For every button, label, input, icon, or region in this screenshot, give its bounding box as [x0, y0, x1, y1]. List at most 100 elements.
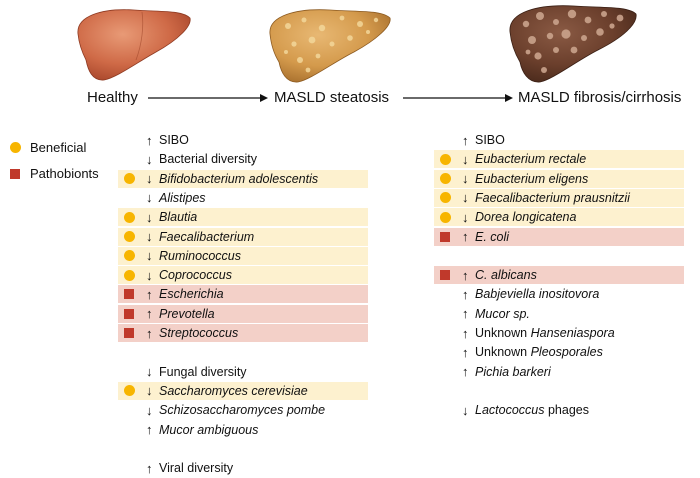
arrow-up-icon: ↑	[462, 325, 469, 341]
legend-label: Pathobionts	[30, 166, 99, 181]
arrow-down-icon: ↓	[146, 171, 153, 187]
list-item: ↓ Bifidobacterium adolescentis	[118, 169, 368, 188]
microbe-label: Faecalibacterium	[159, 230, 254, 244]
microbe-label: Unknown Hanseniaspora	[475, 326, 615, 340]
microbe-label: Schizosaccharomyces pombe	[159, 403, 325, 417]
arrow-up-icon: ↑	[462, 364, 469, 380]
microbe-label: Eubacterium eligens	[475, 172, 588, 186]
arrow-up-icon: ↑	[146, 306, 153, 322]
arrow-down-icon: ↓	[146, 248, 153, 264]
microbe-label: Escherichia	[159, 287, 224, 301]
arrow-up-icon: ↑	[462, 132, 469, 148]
beneficial-circle-icon	[439, 153, 451, 165]
label-part: phages	[544, 403, 589, 418]
pathobiont-square-icon	[440, 231, 450, 242]
microbe-label: Saccharomyces cerevisiae	[159, 384, 308, 398]
arrow-up-icon: ↑	[146, 325, 153, 341]
list-item: ↑ Unknown Pleosporales	[462, 343, 684, 361]
label-part: Eubacterium rectale	[475, 152, 587, 167]
liver-cirrhosis-illustration	[509, 5, 637, 83]
label-part: E. coli	[475, 229, 510, 244]
list-item: ↑ Unknown Hanseniaspora	[462, 324, 684, 342]
beneficial-circle-icon	[439, 211, 451, 223]
legend-label: Beneficial	[30, 140, 87, 155]
list-item: ↑Mucor ambiguous	[146, 421, 368, 439]
microbe-label: SIBO	[475, 133, 505, 147]
label-part: Faecalibacterium prausnitzii	[475, 190, 630, 205]
arrow-up-icon: ↑	[146, 286, 153, 302]
microbe-label: Dorea longicatena	[475, 210, 576, 224]
arrow-down-icon: ↓	[146, 267, 153, 283]
microbe-label: Unknown Pleosporales	[475, 345, 603, 359]
label-part: Lactococcus	[475, 403, 545, 418]
arrow-up-icon: ↑	[146, 460, 153, 476]
beneficial-circle-icon	[123, 173, 135, 185]
list-item: ↓Saccharomyces cerevisiae	[118, 381, 368, 400]
label-part: Viral diversity	[159, 461, 234, 476]
pathobiont-square-icon	[440, 270, 450, 281]
beneficial-circle-icon	[123, 269, 135, 281]
label-part: Pleosporales	[530, 345, 603, 360]
arrow-down-icon: ↓	[462, 190, 469, 206]
microbe-label: Alistipes	[159, 191, 206, 205]
arrow-down-icon: ↓	[146, 209, 153, 225]
beneficial-circle-icon	[9, 142, 21, 153]
label-part: Bifidobacterium adolescentis	[159, 171, 319, 186]
list-item: ↓ Bacterial diversity	[146, 150, 368, 168]
arrow-down-icon: ↓	[462, 171, 469, 187]
label-part: Fungal diversity	[159, 364, 247, 379]
beneficial-circle-icon	[123, 231, 135, 242]
list-item: ↑ SIBO	[462, 131, 684, 149]
microbe-label: SIBO	[159, 133, 189, 147]
liver-healthy-illustration	[77, 9, 191, 81]
microbe-label: Lactococcus phages	[475, 403, 589, 417]
legend-beneficial: Beneficial	[8, 140, 86, 155]
microbe-label: Babjeviella inositovora	[475, 287, 599, 301]
label-part: Babjeviella inositovora	[475, 287, 600, 302]
list-item: ↑ Mucor sp.	[462, 305, 684, 323]
label-part: Saccharomyces cerevisiae	[159, 383, 308, 398]
list-item: ↓ Lactococcus phages	[462, 401, 684, 419]
list-item: ↓Fungal diversity	[146, 363, 368, 381]
microbe-label: Ruminococcus	[159, 249, 241, 263]
list-item: ↑Prevotella	[118, 304, 368, 323]
label-part: Eubacterium eligens	[475, 171, 589, 186]
label-part: Mucor sp.	[475, 306, 530, 321]
microbe-label: C. albicans	[475, 268, 537, 282]
list-item: ↓Faecalibacterium	[118, 227, 368, 246]
label-part: Coprococcus	[159, 268, 232, 283]
stage-label-healthy: Healthy	[87, 89, 138, 106]
legend-pathobionts: Pathobionts	[8, 166, 99, 181]
arrow-up-icon: ↑	[462, 306, 469, 322]
list-item: ↑ Streptococcus	[118, 324, 368, 342]
label-part: Dorea longicatena	[475, 210, 577, 225]
microbe-label: Pichia barkeri	[475, 365, 551, 379]
arrow-down-icon: ↓	[146, 151, 153, 167]
list-item: ↓Alistipes	[146, 189, 368, 207]
label-part: Mucor ambiguous	[159, 422, 259, 437]
arrow-up-icon: ↑	[462, 344, 469, 360]
microbe-label: Fungal diversity	[159, 365, 247, 379]
label-part: SIBO	[159, 133, 189, 147]
arrow-down-icon: ↓	[462, 151, 469, 167]
list-item: ↑ Pichia barkeri	[462, 363, 684, 381]
arrow-down-icon: ↓	[462, 209, 469, 225]
list-item: ↑ Viral diversity	[146, 459, 368, 477]
progression-arrow-2	[403, 94, 513, 102]
beneficial-circle-icon	[123, 385, 135, 397]
arrow-up-icon: ↑	[462, 286, 469, 302]
microbe-label: Mucor sp.	[475, 307, 530, 321]
label-part: Hanseniaspora	[530, 326, 615, 340]
beneficial-circle-icon	[123, 250, 135, 262]
list-item: ↓Schizosaccharomyces pombe	[146, 401, 368, 419]
microbe-label: Streptococcus	[159, 326, 238, 340]
microbe-label: Viral diversity	[159, 461, 233, 475]
liver-steatosis-illustration	[269, 9, 391, 83]
label-part: Bacterial diversity	[159, 152, 257, 167]
label-part: C. albicans	[475, 268, 537, 283]
arrow-down-icon: ↓	[462, 402, 469, 418]
label-part: Unknown	[475, 326, 531, 340]
beneficial-circle-icon	[439, 192, 451, 204]
microbe-label: Coprococcus	[159, 268, 232, 282]
list-item: ↓ Coprococcus	[118, 266, 368, 285]
